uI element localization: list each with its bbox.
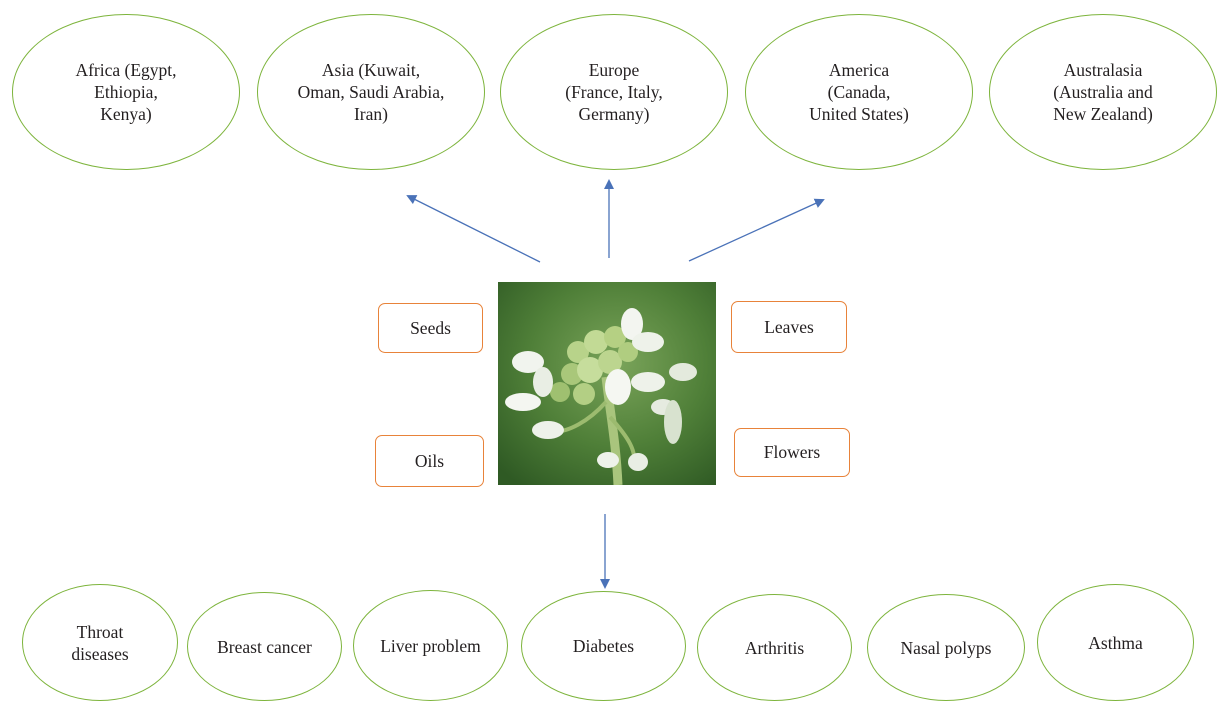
disease-nasal-polyps: Nasal polyps (867, 594, 1025, 701)
disease-asthma-label: Asthma (1088, 632, 1143, 653)
region-africa: Africa (Egypt, Ethiopia, Kenya) (12, 14, 240, 170)
cress-flower-photo (498, 282, 716, 485)
region-europe: Europe (France, Italy, Germany) (500, 14, 728, 170)
plant-part-flowers: Flowers (734, 428, 850, 477)
arrow-to-america (688, 198, 825, 262)
region-australasia: Australasia (Australia and New Zealand) (989, 14, 1217, 170)
plant-part-flowers-label: Flowers (763, 442, 821, 462)
plant-part-oils: Oils (375, 435, 484, 487)
region-asia: Asia (Kuwait, Oman, Saudi Arabia, Iran) (257, 14, 485, 170)
disease-asthma: Asthma (1037, 584, 1194, 701)
disease-throat: Throat diseases (22, 584, 178, 701)
disease-throat-label: Throat diseases (71, 621, 129, 664)
region-europe-label: Europe (France, Italy, Germany) (565, 60, 663, 124)
region-australasia-label: Australasia (Australia and New Zealand) (1053, 60, 1153, 124)
disease-diabetes: Diabetes (521, 591, 686, 701)
disease-liver-problem-label: Liver problem (380, 635, 481, 656)
plant-part-seeds-label: Seeds (410, 317, 451, 338)
plant-part-seeds: Seeds (378, 303, 483, 353)
plant-part-leaves-label: Leaves (764, 316, 814, 337)
disease-diabetes-label: Diabetes (572, 636, 635, 656)
disease-liver-problem: Liver problem (353, 590, 508, 701)
disease-arthritis: Arthritis (697, 594, 852, 701)
region-africa-label: Africa (Egypt, Ethiopia, Kenya) (75, 60, 177, 124)
plant-part-oils-label: Oils (414, 450, 445, 471)
plant-part-leaves: Leaves (731, 301, 847, 353)
arrow-to-asia (406, 195, 541, 263)
disease-breast-cancer: Breast cancer (187, 592, 342, 701)
disease-nasal-polyps-label: Nasal polyps (900, 637, 992, 658)
disease-arthritis-label: Arthritis (744, 637, 805, 658)
region-asia-label: Asia (Kuwait, Oman, Saudi Arabia, Iran) (297, 60, 445, 124)
disease-breast-cancer-label: Breast cancer (217, 636, 312, 657)
region-america-label: America (Canada, United States) (809, 60, 909, 124)
region-america: America (Canada, United States) (745, 14, 973, 170)
